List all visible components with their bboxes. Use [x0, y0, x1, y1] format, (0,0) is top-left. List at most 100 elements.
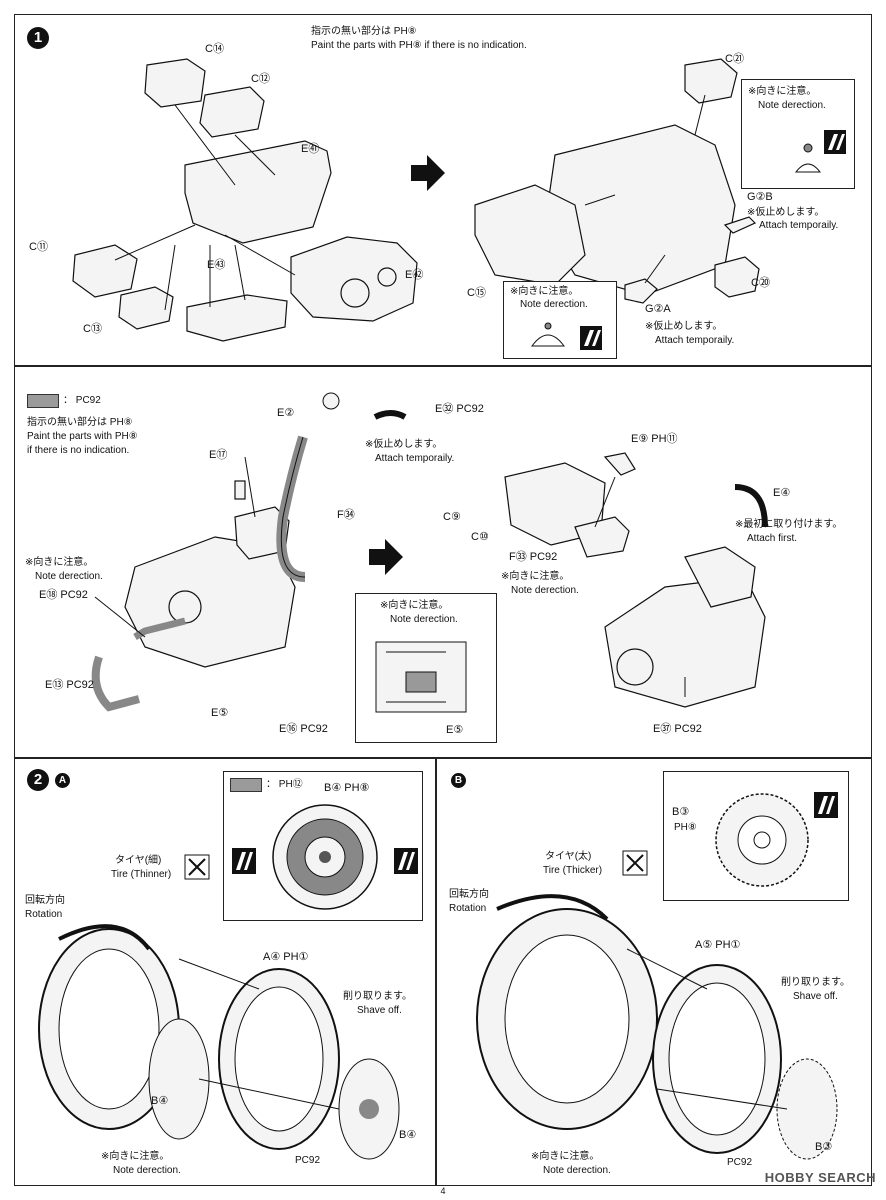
- brake-disc-art: [272, 804, 378, 910]
- tire-label-jp: タイヤ(太): [545, 851, 592, 862]
- part-label: C㉑: [725, 53, 744, 65]
- paint-icon: [814, 792, 838, 818]
- paint-note-jp: 指示の無い部分は PH⑧: [311, 26, 417, 37]
- part-label: E⑤: [211, 707, 229, 719]
- part-label: F㉞: [337, 509, 355, 521]
- paint-note-jp: 指示の無い部分は PH⑧: [27, 417, 133, 428]
- part-label: B③: [672, 806, 690, 818]
- caution-jp: ※向きに注意。: [380, 600, 449, 611]
- part-label: C⑬: [83, 323, 102, 335]
- detail-inset: ※向きに注意。 Note derection. E⑤: [355, 593, 497, 743]
- inset-detail-art: [375, 641, 467, 713]
- part-label: E⑯ PC92: [279, 723, 328, 735]
- paint-note-en: Paint the parts with PH⑧: [27, 431, 138, 442]
- color-swatch: [230, 778, 262, 792]
- part-detail-icon: [531, 322, 602, 350]
- rotation-label-en: Rotation: [449, 903, 487, 914]
- front-wheel-art: [38, 924, 400, 1160]
- caution-jp: ※向きに注意。: [510, 286, 579, 297]
- part-label: B④: [399, 1129, 417, 1141]
- part-label: E⑨ PH⑪: [631, 433, 678, 445]
- part-label: B④ PH⑧: [324, 782, 370, 794]
- caution-en: Note derection.: [520, 299, 588, 310]
- part-label: C⑳: [751, 277, 770, 289]
- engine-exploded-left: [72, 58, 418, 342]
- paint-code: PC92: [727, 1157, 753, 1168]
- part-label: G②A: [645, 303, 671, 315]
- part-label: C⑩: [471, 531, 489, 543]
- paint-note-en: if there is no indication.: [27, 445, 130, 456]
- caution-box: ※向きに注意。 Note derection.: [503, 281, 617, 359]
- engine-hoses-left: [91, 392, 407, 712]
- rotation-label-en: Rotation: [25, 909, 63, 920]
- page-number: 4: [440, 1186, 446, 1196]
- caution-jp: ※向きに注意。: [748, 86, 817, 97]
- paint-code: PC92: [295, 1155, 321, 1166]
- part-label: C⑮: [467, 287, 486, 299]
- swatch-label: ： PH⑫: [266, 779, 303, 790]
- sub-step-label: A: [55, 773, 70, 788]
- shave-en: Shave off.: [357, 1005, 402, 1016]
- temp-attach-jp: ※仮止めします。: [747, 207, 825, 218]
- step-number: 1: [27, 27, 49, 49]
- tire-label-jp: タイヤ(細): [115, 855, 162, 866]
- caution-en: Note derection.: [758, 100, 826, 111]
- paint-icon: [232, 848, 256, 874]
- next-step-arrow: [411, 155, 445, 191]
- paint-note-en: Paint the parts with PH⑧ if there is no …: [311, 40, 527, 51]
- step2b-panel: B B③ PH⑧ タイヤ(太) Tire (Thicker) 回転方向 Rota…: [436, 758, 872, 1186]
- step2a-panel: 2 A ： PH⑫ B④ PH⑧ タイヤ(細) Tire (Thinner) 回…: [14, 758, 436, 1186]
- next-step-arrow: [369, 539, 403, 575]
- part-label: C⑪: [29, 241, 48, 253]
- watermark: HOBBY SEARCH: [764, 1170, 876, 1185]
- caution-en: Note derection.: [113, 1165, 181, 1176]
- swatch-label: ： PC92: [63, 395, 101, 406]
- part-label: E④: [773, 487, 791, 499]
- disc-inset: ： PH⑫ B④ PH⑧: [223, 771, 423, 921]
- disc-inset: B③ PH⑧: [663, 771, 849, 901]
- first-attach-en: Attach first.: [747, 533, 798, 544]
- part-label: A④ PH①: [263, 951, 309, 963]
- part-label: A⑤ PH①: [695, 939, 741, 951]
- part-label: E②: [277, 407, 295, 419]
- color-swatch: [27, 394, 59, 408]
- caution-jp: ※向きに注意。: [501, 571, 570, 582]
- part-label: E㊶: [301, 143, 320, 155]
- tire-label-en: Tire (Thinner): [111, 869, 172, 880]
- step-number: 2: [27, 769, 49, 791]
- brake-disc-art: [715, 793, 809, 887]
- tire-label-en: Tire (Thicker): [543, 865, 603, 876]
- caution-jp: ※向きに注意。: [25, 557, 94, 568]
- no-glue-icon: [622, 850, 648, 876]
- first-attach-jp: ※最初に取り付けます。: [735, 519, 843, 530]
- shave-jp: 削り取ります。: [781, 977, 850, 988]
- caution-box: ※向きに注意。 Note derection.: [741, 79, 855, 189]
- temp-attach-en: Attach temporaily.: [375, 453, 455, 464]
- part-label: E㊷: [405, 269, 424, 281]
- engine-assembled-right: [474, 58, 760, 304]
- part-detail-icon: [794, 130, 846, 173]
- caution-en: Note derection.: [35, 571, 103, 582]
- caution-en: Note derection.: [543, 1165, 611, 1176]
- part-label: E⑤: [446, 724, 464, 736]
- part-label: C⑫: [251, 73, 270, 85]
- step1-panel: 1 指示の無い部分は PH⑧ Paint the parts with PH⑧ …: [14, 14, 872, 366]
- part-label: E⑰: [209, 449, 228, 461]
- part-label: E⑱ PC92: [39, 589, 88, 601]
- temp-attach-en: Attach temporaily.: [655, 335, 735, 346]
- part-label: C⑭: [205, 43, 224, 55]
- part-label: B③: [815, 1141, 833, 1153]
- rear-wheel-art: [476, 894, 838, 1160]
- part-label: F㉝ PC92: [509, 551, 558, 563]
- shave-en: Shave off.: [793, 991, 838, 1002]
- rotation-label-jp: 回転方向: [449, 889, 489, 900]
- paint-icon: [394, 848, 418, 874]
- paint-code: PH⑧: [674, 822, 697, 833]
- caution-en: Note derection.: [511, 585, 579, 596]
- temp-attach-jp: ※仮止めします。: [365, 439, 443, 450]
- step1b-panel: ： PC92 指示の無い部分は PH⑧ Paint the parts with…: [14, 366, 872, 758]
- temp-attach-jp: ※仮止めします。: [645, 321, 723, 332]
- caution-jp: ※向きに注意。: [101, 1151, 170, 1162]
- part-label: G②B: [747, 191, 773, 203]
- no-glue-icon: [184, 854, 210, 880]
